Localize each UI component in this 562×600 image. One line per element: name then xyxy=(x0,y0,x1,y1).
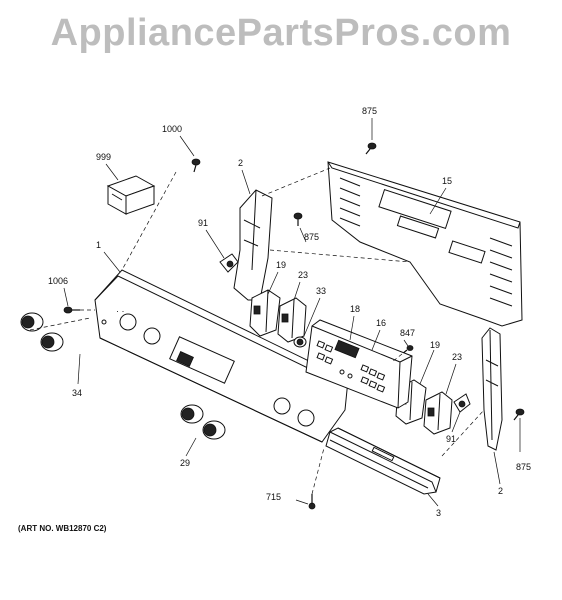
callout-34: 34 xyxy=(72,388,82,398)
callout-23-right: 23 xyxy=(452,352,462,362)
switch-19-left xyxy=(249,289,281,337)
screw-875-right xyxy=(513,408,525,421)
callout-875-right: 875 xyxy=(516,462,531,472)
shaft-33 xyxy=(293,336,307,348)
watermark: AppliancePartsPros.com xyxy=(50,12,512,54)
display-18 xyxy=(334,339,360,359)
callout-3: 3 xyxy=(436,508,441,518)
callout-29: 29 xyxy=(180,458,190,468)
screw-715 xyxy=(308,494,316,510)
callout-19-right: 19 xyxy=(430,340,440,350)
knob-upper-1 xyxy=(20,312,44,332)
screw-1006 xyxy=(63,306,80,314)
bottom-trim xyxy=(325,427,441,495)
callout-2-left: 2 xyxy=(238,158,243,168)
callout-91-right: 91 xyxy=(446,434,456,444)
control-panel: · · xyxy=(94,269,349,443)
screw-875-top xyxy=(365,142,377,155)
rear-panel xyxy=(327,161,523,327)
svg-text:· ·: · · xyxy=(116,306,125,316)
callout-15: 15 xyxy=(442,176,452,186)
knob-hole-upper-mid xyxy=(143,327,161,345)
callout-1006: 1006 xyxy=(48,276,68,286)
knob-upper-2 xyxy=(40,332,64,352)
screw-875-mid xyxy=(293,212,303,226)
callout-875-top: 875 xyxy=(362,106,377,116)
switch-23-left xyxy=(277,297,307,343)
leader-lines xyxy=(63,118,521,507)
knob-lower-1 xyxy=(180,404,204,424)
clip-91-left xyxy=(219,253,239,273)
callout-23-left: 23 xyxy=(298,270,308,280)
parts-box xyxy=(106,175,156,215)
callout-875-mid: 875 xyxy=(304,232,319,242)
assembly-lines xyxy=(29,167,485,495)
callout-19-left: 19 xyxy=(276,260,286,270)
callout-91-left: 91 xyxy=(198,218,208,228)
callout-1: 1 xyxy=(96,240,101,250)
switch-23-right xyxy=(423,391,453,435)
callout-16: 16 xyxy=(376,318,386,328)
callout-18: 18 xyxy=(350,304,360,314)
callout-33: 33 xyxy=(316,286,326,296)
screw-1000 xyxy=(191,158,201,173)
knob-hole-lower-left xyxy=(273,397,291,415)
knob-lower-2 xyxy=(202,420,226,440)
knob-hole-lower-right xyxy=(297,409,315,427)
callout-labels: 875 1000 999 2 15 91 875 1 19 23 33 18 1… xyxy=(48,106,531,518)
art-number: (ART NO. WB12870 C2) xyxy=(18,524,107,533)
end-cap-left xyxy=(233,189,273,301)
end-cap-right xyxy=(481,327,503,451)
callout-999: 999 xyxy=(96,152,111,162)
callout-715: 715 xyxy=(266,492,281,502)
control-board xyxy=(305,319,413,409)
callout-2-right: 2 xyxy=(498,486,503,496)
callout-847: 847 xyxy=(400,328,415,338)
knob-hole-upper-left: · · xyxy=(116,306,137,331)
callout-1000: 1000 xyxy=(162,124,182,134)
clip-91-right xyxy=(453,393,471,413)
